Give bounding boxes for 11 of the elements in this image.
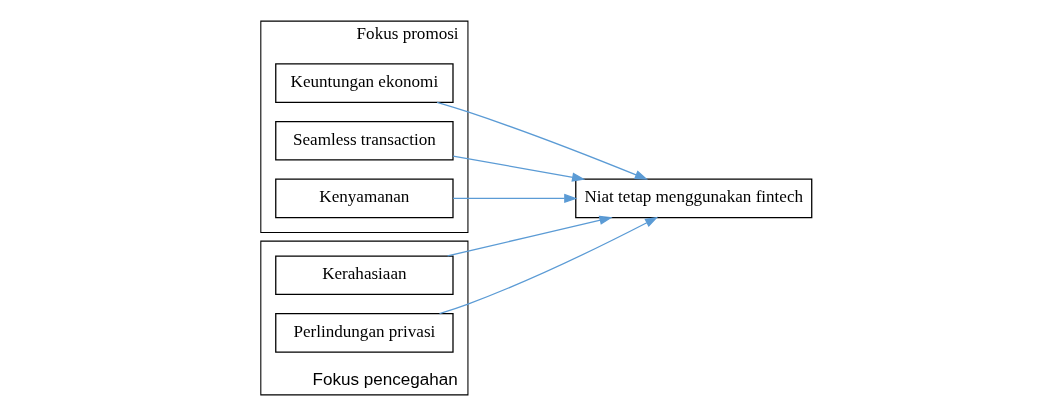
arrow	[446, 215, 613, 257]
node-box: Kenyamanan	[274, 178, 454, 219]
node-box: Seamless transaction	[274, 120, 454, 161]
node-box: Kerahasiaan	[274, 255, 454, 296]
arrow	[452, 155, 585, 182]
arrow	[435, 101, 648, 180]
node-box: Perlindungan privasi	[274, 313, 454, 353]
node-box: Keuntungan ekonomi	[274, 63, 454, 103]
arrow	[438, 216, 658, 315]
node-box: Niat tetap menggunakan fintech	[574, 178, 812, 219]
arrow	[452, 193, 577, 204]
